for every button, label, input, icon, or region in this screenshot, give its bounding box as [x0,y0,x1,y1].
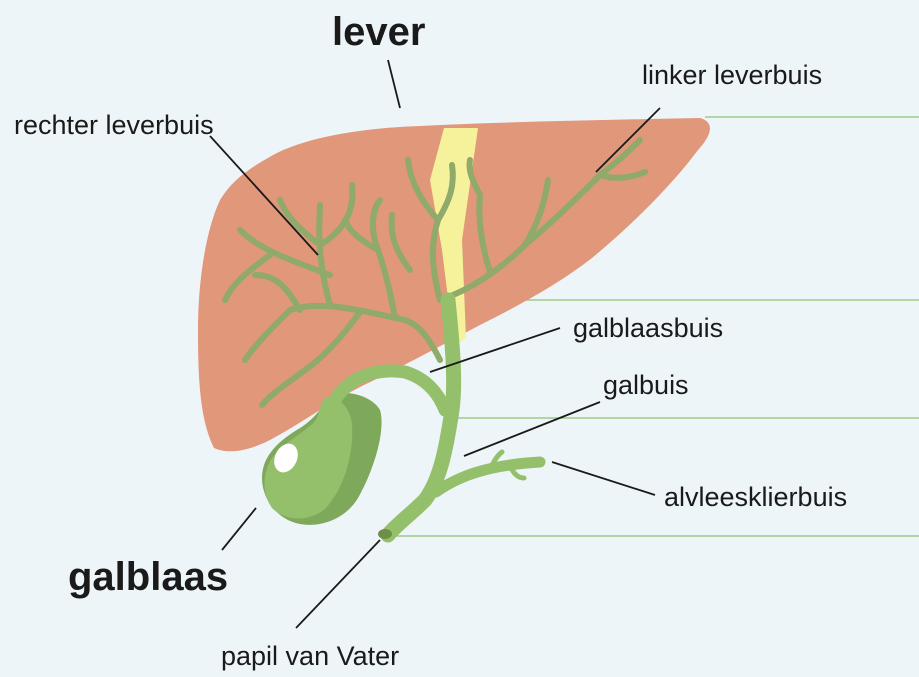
leader-galblaas [222,508,256,550]
papil-tip [378,529,392,539]
label-galblaasbuis: galblaasbuis [573,313,723,344]
label-alvleesklierbuis: alvleesklierbuis [664,482,847,513]
label-galbuis: galbuis [603,370,689,401]
leader-lever [388,60,400,108]
leader-alvleesklierbuis [552,462,655,495]
label-linker-leverbuis: linker leverbuis [642,60,822,91]
pancreatic-duct [436,452,540,492]
label-rechter-leverbuis: rechter leverbuis [14,110,214,141]
leader-galbuis [464,402,600,456]
label-galblaas: galblaas [68,555,228,600]
leader-papil-van-vater [296,540,380,628]
label-papil-van-vater: papil van Vater [221,641,399,672]
label-lever: lever [332,10,425,55]
